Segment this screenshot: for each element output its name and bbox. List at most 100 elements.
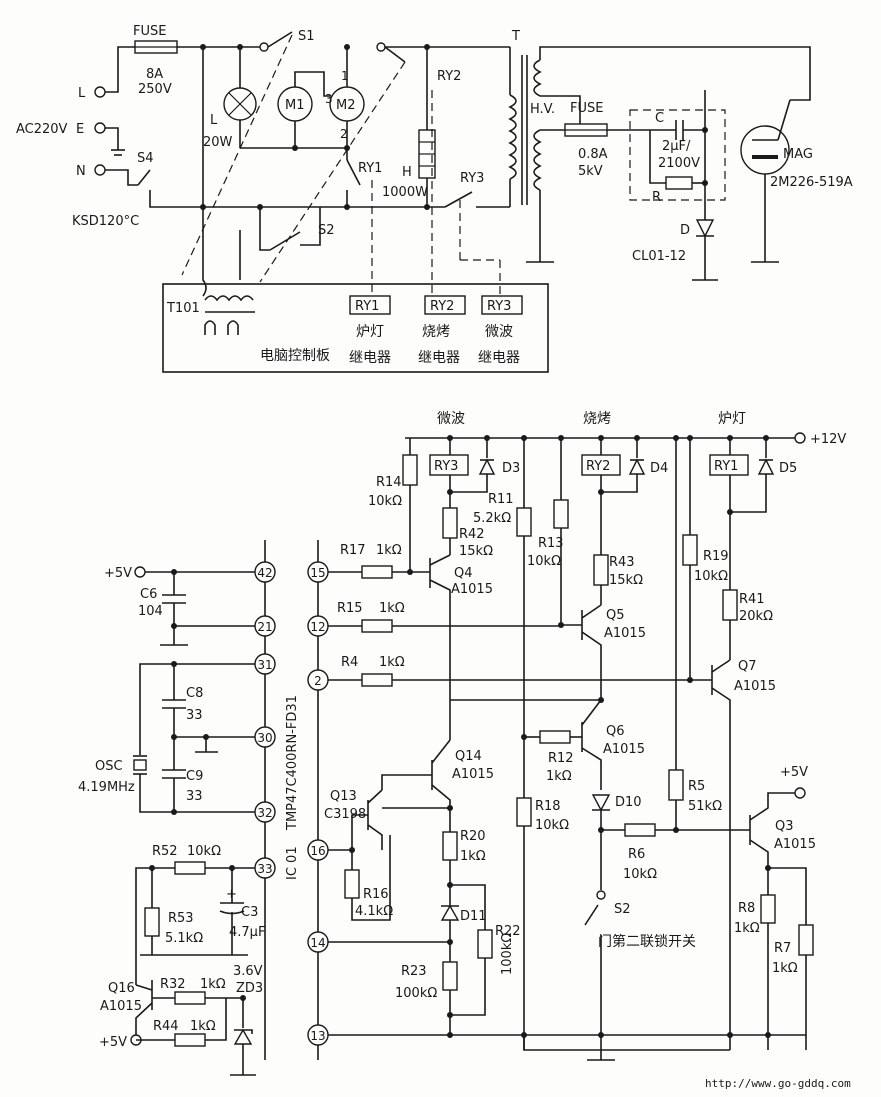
- svg-text:RY2: RY2: [586, 459, 610, 474]
- svg-text:A1015: A1015: [604, 626, 646, 641]
- svg-text:104: 104: [138, 604, 163, 619]
- resistor-r5: [668, 769, 684, 801]
- svg-text:1kΩ: 1kΩ: [460, 849, 486, 864]
- switch-s2-top-label: S2: [318, 223, 335, 238]
- ry3-contact-label: RY3: [460, 171, 484, 186]
- svg-text:5.1kΩ: 5.1kΩ: [165, 931, 203, 946]
- svg-text:15: 15: [310, 566, 325, 580]
- label-l: L: [78, 86, 86, 101]
- resistor-r13: [553, 499, 569, 529]
- svg-text:31: 31: [257, 658, 272, 672]
- svg-text:R5: R5: [688, 779, 705, 794]
- diode-model: CL01-12: [632, 249, 686, 264]
- main-power-circuit: L FUSE 8A 250V S1 L 20W M1 M2 1 3 2 RY1 …: [16, 24, 853, 373]
- ic-right-pins: 15 12 2 16 14 13: [307, 561, 329, 1046]
- svg-text:R42: R42: [459, 527, 485, 542]
- resistor-r42: [442, 507, 458, 539]
- svg-text:2: 2: [340, 127, 348, 141]
- svg-text:R16: R16: [363, 887, 389, 902]
- svg-text:100kΩ: 100kΩ: [500, 933, 515, 975]
- terminal-5v-left: [134, 566, 146, 578]
- svg-text:R22: R22: [495, 924, 521, 939]
- svg-text:继电器: 继电器: [478, 350, 520, 366]
- svg-text:+5V: +5V: [104, 566, 132, 581]
- svg-text:10kΩ: 10kΩ: [368, 494, 402, 509]
- svg-text:A1015: A1015: [603, 742, 645, 757]
- svg-text:R15: R15: [337, 601, 363, 616]
- svg-text:33: 33: [257, 862, 272, 876]
- svg-text:15kΩ: 15kΩ: [609, 573, 643, 588]
- svg-text:R20: R20: [460, 829, 486, 844]
- fuse-hv-rating-v: 5kV: [578, 164, 603, 179]
- svg-text:D10: D10: [615, 795, 642, 810]
- svg-text:2: 2: [314, 674, 322, 688]
- svg-text:Q3: Q3: [775, 819, 794, 834]
- svg-text:1: 1: [341, 69, 349, 83]
- crystal-osc: [133, 759, 147, 771]
- svg-text:R32: R32: [160, 977, 186, 992]
- svg-text:A1015: A1015: [734, 679, 776, 694]
- resistor-r52: [174, 861, 206, 875]
- svg-text:R13: R13: [538, 536, 564, 551]
- section-grill: 烧烤: [583, 411, 611, 427]
- resistor-r18: [516, 797, 532, 827]
- svg-text:R12: R12: [548, 751, 574, 766]
- resistor-r32: [174, 991, 206, 1005]
- section-microwave: 微波: [437, 411, 465, 427]
- svg-text:炉灯: 炉灯: [356, 324, 384, 340]
- svg-text:Q6: Q6: [606, 724, 625, 739]
- ic-left-pins: 42 21 31 30 32 33: [254, 561, 276, 879]
- board-ry3: [481, 295, 523, 315]
- svg-text:5.2kΩ: 5.2kΩ: [473, 511, 511, 526]
- svg-text:R52: R52: [152, 844, 178, 859]
- svg-text:OSC: OSC: [95, 759, 123, 774]
- svg-text:1kΩ: 1kΩ: [772, 961, 798, 976]
- board-label: 电脑控制板: [260, 348, 330, 364]
- fuse-main-rating-v: 250V: [138, 82, 172, 97]
- svg-text:Q4: Q4: [454, 566, 473, 581]
- svg-text:D4: D4: [650, 461, 668, 476]
- resistor-r43: [593, 554, 609, 586]
- svg-text:RY3: RY3: [434, 459, 458, 474]
- terminal-l: [94, 86, 106, 98]
- svg-text:R7: R7: [774, 941, 791, 956]
- svg-text:RY1: RY1: [355, 299, 379, 314]
- magnetron-model: 2M226-519A: [770, 175, 853, 190]
- thermostat-label: KSD120°C: [72, 214, 139, 229]
- control-circuit: +12V 微波 烧烤 炉灯 RY3 D3 R42 15kΩ R14 10kΩ Q…: [78, 411, 851, 1090]
- capacitor-c-label: C: [655, 111, 664, 126]
- switch-s1-label: S1: [298, 29, 315, 44]
- diode-d-label: D: [680, 223, 690, 238]
- svg-text:Q16: Q16: [108, 981, 135, 996]
- svg-text:C3198: C3198: [324, 807, 366, 822]
- resistor-r14: [402, 454, 418, 486]
- svg-text:1kΩ: 1kΩ: [379, 601, 405, 616]
- resistor-r-label: R: [652, 190, 661, 205]
- lamp-rating: 20W: [203, 135, 233, 150]
- svg-text:10kΩ: 10kΩ: [187, 844, 221, 859]
- svg-text:微波: 微波: [485, 324, 513, 340]
- resistor-r15: [361, 619, 393, 633]
- lamp-label: L: [210, 113, 218, 128]
- switch-s4-label: S4: [137, 151, 154, 166]
- svg-text:10kΩ: 10kΩ: [535, 818, 569, 833]
- svg-text:R14: R14: [376, 475, 402, 490]
- svg-text:C9: C9: [186, 769, 203, 784]
- svg-text:R44: R44: [153, 1019, 179, 1034]
- svg-text:1kΩ: 1kΩ: [734, 921, 760, 936]
- svg-text:R18: R18: [535, 799, 561, 814]
- heater-rating: 1000W: [382, 185, 428, 200]
- svg-text:1kΩ: 1kΩ: [379, 655, 405, 670]
- hv-capacitor-box: [629, 109, 726, 201]
- ic-ref: IC 01: [285, 846, 300, 880]
- label-n: N: [76, 164, 86, 179]
- hv-label: H.V.: [530, 102, 555, 117]
- resistor-r6: [624, 823, 656, 837]
- svg-text:33: 33: [186, 708, 203, 723]
- label-e: E: [76, 122, 84, 137]
- resistor-r53: [144, 907, 160, 937]
- svg-text:D3: D3: [502, 461, 520, 476]
- svg-text:A1015: A1015: [452, 767, 494, 782]
